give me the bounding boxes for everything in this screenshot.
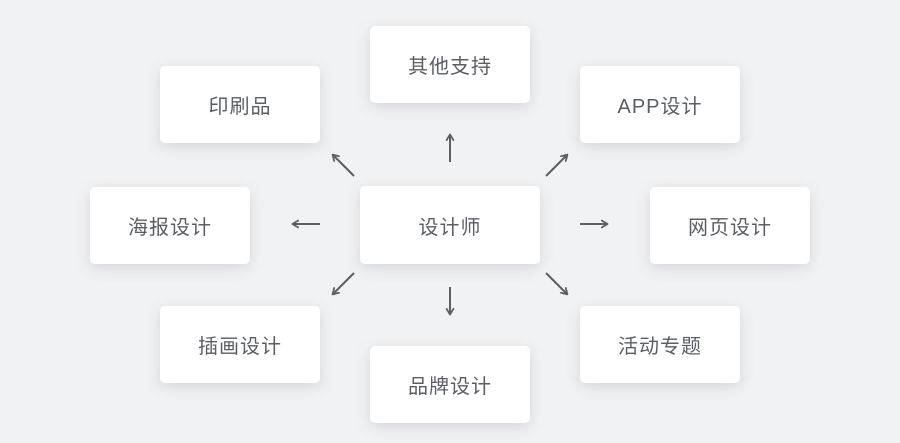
arrow-up-right: [545, 153, 569, 177]
node-web-design: 网页设计: [650, 187, 810, 264]
node-brand-design: 品牌设计: [370, 346, 530, 423]
node-designer-center: 设计师: [360, 186, 540, 264]
node-activity-topic: 活动专题: [580, 306, 740, 383]
node-print-product: 印刷品: [160, 66, 320, 143]
node-other-support: 其他支持: [370, 26, 530, 103]
arrow-up-left: [331, 153, 355, 177]
arrow-down-left: [331, 272, 355, 296]
node-illustration-design: 插画设计: [160, 306, 320, 383]
node-app-design: APP设计: [580, 66, 740, 143]
node-poster-design: 海报设计: [90, 187, 250, 264]
arrow-down-right: [545, 272, 569, 296]
